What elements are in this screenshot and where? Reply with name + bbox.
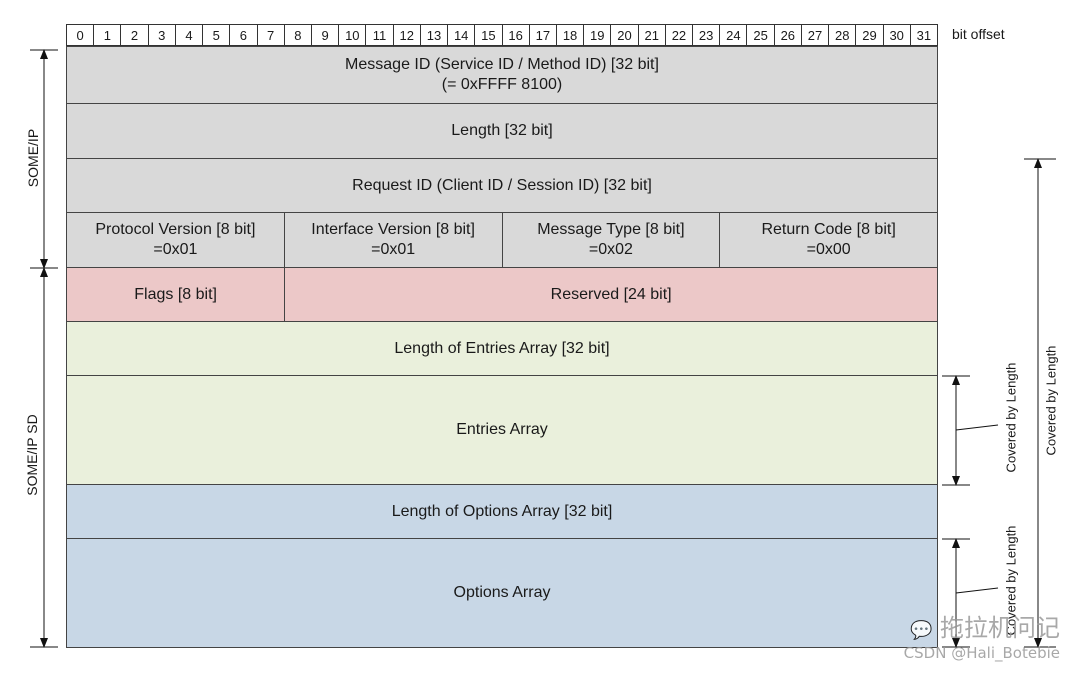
flags-cell: Flags [8 bit] [134, 285, 217, 303]
bit-offset-cell: 11 [365, 24, 393, 46]
bit-offset-cell: 15 [474, 24, 502, 46]
bit-offset-cell: 5 [202, 24, 230, 46]
bit-offset-label: bit offset [952, 26, 1005, 42]
protocol-version-cell: Protocol Version [8 bit] =0x01 [67, 213, 284, 267]
bit-offset-cell: 13 [419, 24, 448, 46]
some-ip-sd-label: SOME/IP SD [24, 414, 40, 496]
return-code-label: Return Code [8 bit] [761, 221, 896, 238]
length-entries-cell: Length of Entries Array [32 bit] [394, 339, 610, 357]
options-leader [955, 587, 999, 594]
entries-array-cell: Entries Array [456, 421, 548, 438]
watermark-title-text: 拖拉机问记 [940, 614, 1060, 642]
bit-offset-cell: 3 [147, 24, 175, 46]
interface-version-value: =0x01 [371, 241, 416, 258]
length-entries-row: Length of Entries Array [32 bit] [66, 322, 938, 376]
request-id-row: Request ID (Client ID / Session ID) [32 … [66, 159, 938, 213]
bit-offset-cell: 7 [256, 24, 284, 46]
message-type-value: =0x02 [588, 241, 633, 258]
bit-offset-cell: 30 [882, 24, 910, 46]
interface-version-cell: Interface Version [8 bit] =0x01 [283, 213, 502, 267]
bit-offset-cell: 0 [66, 24, 94, 46]
bit-offset-cell: 4 [174, 24, 203, 46]
watermark-source: CSDN @Hali_Botebie [903, 644, 1060, 662]
bit-offset-cell: 23 [692, 24, 720, 46]
protocol-version-label: Protocol Version [8 bit] [95, 221, 256, 238]
interface-version-label: Interface Version [8 bit] [311, 221, 475, 238]
bit-offset-cell: 26 [773, 24, 801, 46]
bit-offset-cell: 19 [583, 24, 611, 46]
bit-offset-cell: 1 [93, 24, 121, 46]
protocol-version-value: =0x01 [153, 241, 198, 258]
message-type-label: Message Type [8 bit] [537, 221, 685, 238]
options-array-cell: Options Array [453, 584, 551, 601]
options-array-row: Options Array [66, 539, 938, 648]
bit-offset-cell: 18 [555, 24, 584, 46]
reserved-cell: Reserved [24 bit] [284, 268, 937, 321]
bit-offset-cell: 21 [637, 24, 665, 46]
bit-offset-cell: 9 [310, 24, 339, 46]
bit-offset-cell: 24 [719, 24, 747, 46]
bit-offset-cell: 2 [120, 24, 148, 46]
bit-offset-cell: 28 [828, 24, 856, 46]
length-options-row: Length of Options Array [32 bit] [66, 485, 938, 539]
bit-offset-cell: 10 [338, 24, 366, 46]
bit-offset-cell: 6 [229, 24, 257, 46]
version-type-row: Protocol Version [8 bit] =0x01 Interface… [66, 213, 938, 268]
wechat-icon: 💬 [909, 620, 933, 641]
message-type-cell: Message Type [8 bit] =0x02 [501, 213, 720, 267]
request-id-cell: Request ID (Client ID / Session ID) [32 … [352, 176, 652, 194]
bit-offset-cell: 16 [501, 24, 529, 46]
some-ip-label: SOME/IP [25, 128, 41, 188]
return-code-value: =0x00 [806, 241, 851, 258]
bit-offset-cell: 14 [447, 24, 475, 46]
message-id-cell: Message ID (Service ID / Method ID) [32 … [67, 47, 937, 103]
return-code-cell: Return Code [8 bit] =0x00 [719, 213, 937, 267]
bit-offset-cell: 12 [392, 24, 420, 46]
message-id-label: Message ID (Service ID / Method ID) [32 … [345, 56, 659, 73]
length-options-cell: Length of Options Array [32 bit] [391, 502, 613, 520]
bit-offset-cell: 29 [855, 24, 883, 46]
bit-offset-cell: 31 [909, 24, 938, 46]
covered-by-length-entries: Covered by Length [1003, 362, 1019, 473]
bit-offset-cell: 27 [800, 24, 829, 46]
bit-offset-cell: 20 [610, 24, 638, 46]
bit-offset-cell: 8 [283, 24, 311, 46]
length-row: Length [32 bit] [66, 104, 938, 159]
bit-offset-cell: 17 [528, 24, 556, 46]
watermark-title: 💬 拖拉机问记 [910, 608, 1060, 643]
entries-leader [955, 424, 999, 431]
flags-row: Flags [8 bit] Reserved [24 bit] [66, 268, 938, 322]
message-id-value: (= 0xFFFF 8100) [441, 76, 563, 93]
covered-by-length-total: Covered by Length [1043, 345, 1059, 456]
bit-offset-cell: 25 [746, 24, 774, 46]
bit-offset-cell: 22 [664, 24, 693, 46]
entries-array-row: Entries Array [66, 376, 938, 485]
message-id-row: Message ID (Service ID / Method ID) [32 … [66, 46, 938, 104]
length-cell: Length [32 bit] [451, 122, 553, 139]
